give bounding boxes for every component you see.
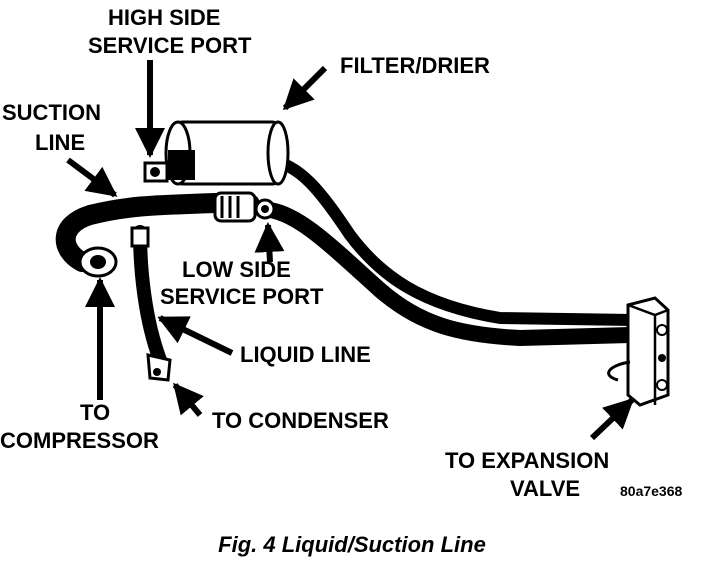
label-to-expansion-1: TO EXPANSION [445,448,609,473]
high-side-port [143,161,169,183]
label-liquid-line: LIQUID LINE [240,342,371,367]
label-filter-drier: FILTER/DRIER [340,53,490,78]
figure-caption: Fig. 4 Liquid/Suction Line [218,532,486,557]
label-high-side-2: SERVICE PORT [88,33,252,58]
compressor-fitting [78,246,118,278]
liquid-line [130,225,172,382]
liquid-line-upper [264,154,638,326]
label-high-side-1: HIGH SIDE [108,5,220,30]
label-to-compressor-1: TO [80,400,110,425]
label-low-side-2: SERVICE PORT [160,284,324,309]
leader-arrows [66,60,635,441]
label-to-expansion-2: VALVE [510,476,580,501]
label-suction-2: LINE [35,130,85,155]
label-suction-1: SUCTION [2,100,101,125]
figure-code: 80a7e368 [620,483,683,499]
suction-line [55,193,638,346]
low-side-port [213,191,276,223]
label-to-compressor-2: COMPRESSOR [0,428,159,453]
label-low-side-1: LOW SIDE [182,257,291,282]
expansion-valve-block [607,296,670,407]
label-to-condenser: TO CONDENSER [212,408,389,433]
filter-drier [164,120,290,186]
